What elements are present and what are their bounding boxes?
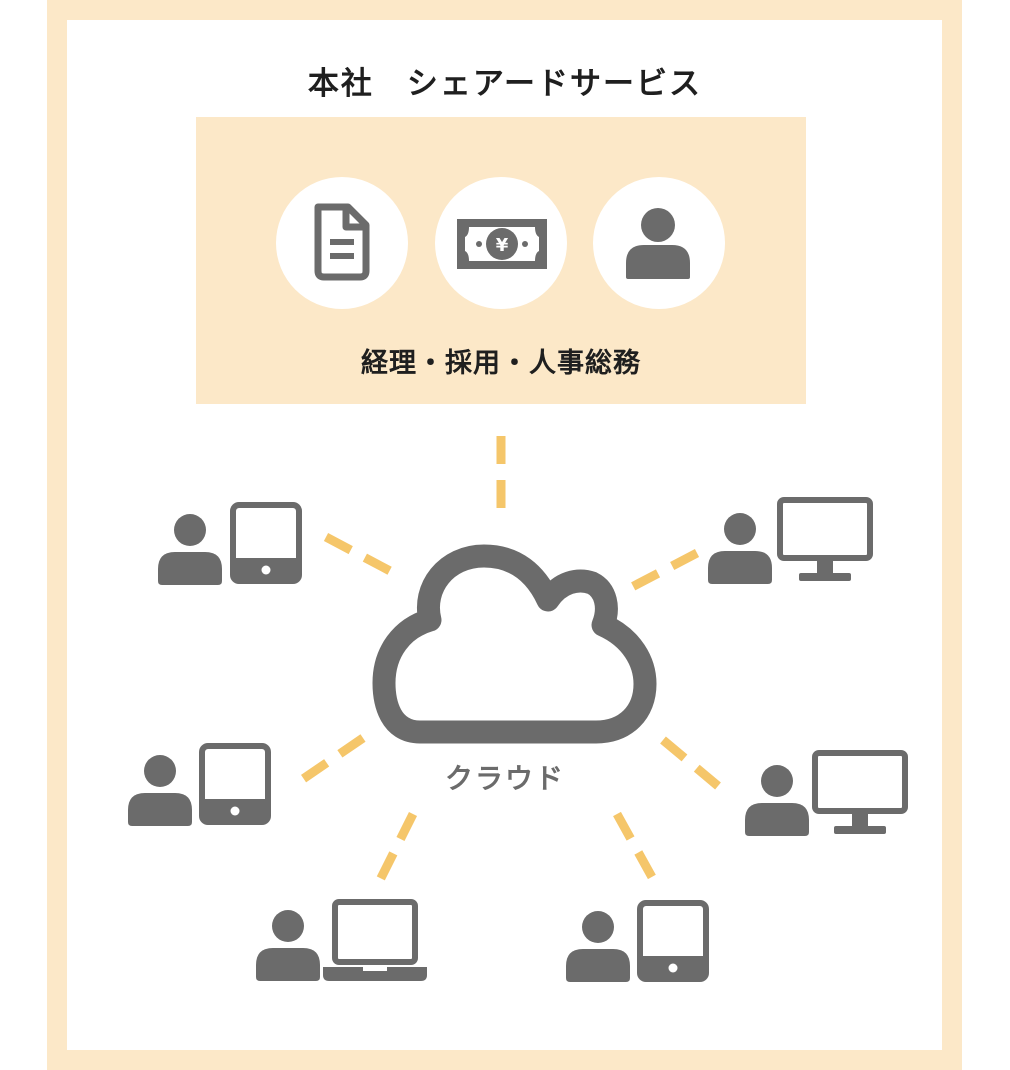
services-label: 経理・採用・人事総務 [361,348,641,379]
service-general-affairs [593,177,725,309]
person-icon [626,208,690,279]
client-6 [566,903,706,982]
shared-services-box: ¥ 経理・採用・人事総務 [196,117,806,404]
headquarters-title: 本社 シェアードサービス [307,66,703,102]
connector-client-3 [300,734,366,783]
person-icon [708,513,772,584]
connector-client-1 [323,533,395,576]
client-5 [256,902,427,981]
cloud-icon [372,544,657,744]
person-icon [256,910,320,981]
document-icon [314,203,370,281]
connector-client-6 [613,811,657,882]
laptop-icon [323,902,427,981]
service-accounting [276,177,408,309]
person-icon [158,514,222,585]
connector-client-4 [660,736,721,790]
tablet-icon [640,903,706,979]
person-icon [566,911,630,982]
client-1 [158,505,299,585]
yen-banknote-icon: ¥ [457,219,547,269]
cloud-label: クラウド [444,762,565,795]
connector-client-2 [627,549,700,592]
connector-lines [300,436,721,883]
svg-text:¥: ¥ [496,235,509,256]
service-recruiting: ¥ [435,177,567,309]
client-2 [708,500,870,584]
connector-client-5 [375,811,418,883]
tablet-icon [233,505,299,581]
monitor-icon [780,500,870,581]
